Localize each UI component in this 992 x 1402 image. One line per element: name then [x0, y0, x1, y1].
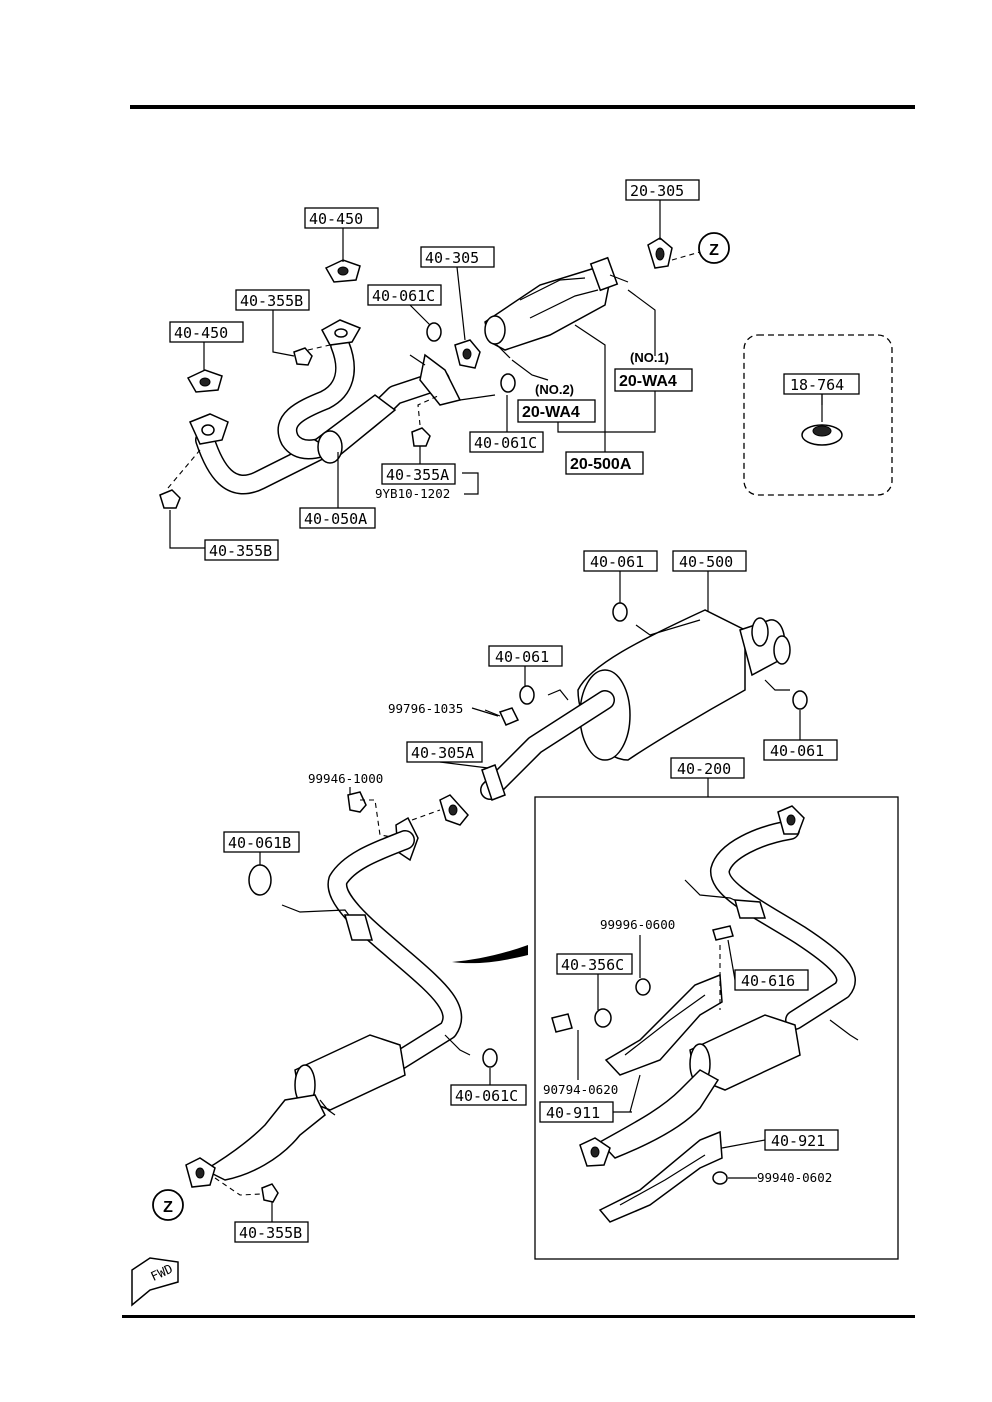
leader-lines [169, 200, 823, 1222]
front-pipe-assembly [159, 259, 516, 509]
label-99946-1000: 99946-1000 [308, 771, 383, 786]
inset-40-200 [534, 778, 899, 1260]
label-40-911: 40-911 [546, 1104, 600, 1122]
label-40-356c: 40-356C [561, 956, 624, 974]
label-40-200: 40-200 [677, 760, 731, 778]
label-40-355a: 40-355A [386, 466, 449, 484]
label-40-061-mid: 40-061 [495, 648, 549, 666]
label-40-450-top: 40-450 [309, 210, 363, 228]
reference-z-top: Z [698, 232, 730, 264]
label-no1: (NO.1) [630, 350, 669, 365]
top-rule [130, 105, 915, 109]
label-9yb10-1202: 9YB10-1202 [375, 486, 450, 501]
optional-part-box [743, 334, 893, 496]
main-muffler-assembly [347, 602, 808, 862]
forward-direction-indicator: FWD [131, 1257, 179, 1307]
label-40-355b-left: 40-355B [209, 542, 272, 560]
label-99796-1035: 99796-1035 [388, 701, 463, 716]
label-20-500a: 20-500A [570, 456, 632, 473]
label-40-500: 40-500 [679, 553, 733, 571]
label-40-061-right: 40-061 [770, 742, 824, 760]
center-pipe-assembly [185, 830, 528, 1203]
label-20-wa4-no1: 20-WA4 [619, 373, 677, 390]
label-18-764: 18-764 [790, 376, 844, 394]
label-no2: (NO.2) [535, 382, 574, 397]
bottom-rule [122, 1315, 915, 1318]
label-40-061c-top: 40-061C [372, 287, 435, 305]
label-40-305a: 40-305A [411, 744, 474, 762]
label-40-050a: 40-050A [304, 510, 367, 528]
label-40-061-top: 40-061 [590, 553, 644, 571]
label-90794-0620: 90794-0620 [543, 1082, 618, 1097]
part-labels: 20-305 40-450 40-305 40-061C 40-355B 40-… [169, 179, 860, 1243]
z-bottom-text: Z [163, 1199, 173, 1216]
label-40-061b: 40-061B [228, 834, 291, 852]
catalytic-converter [454, 237, 701, 369]
label-99996-0600: 99996-0600 [600, 917, 675, 932]
label-40-921: 40-921 [771, 1132, 825, 1150]
reference-z-bottom: Z [152, 1189, 184, 1221]
label-40-616: 40-616 [741, 972, 795, 990]
label-40-450-left: 40-450 [174, 324, 228, 342]
z-top-text: Z [709, 242, 719, 259]
label-40-355b-top: 40-355B [240, 292, 303, 310]
label-40-305: 40-305 [425, 249, 479, 267]
label-20-wa4-no2: 20-WA4 [522, 404, 580, 421]
label-40-355b-bottom: 40-355B [239, 1224, 302, 1242]
label-40-061c-mid: 40-061C [474, 434, 537, 452]
label-40-061c-bottom: 40-061C [455, 1087, 518, 1105]
label-20-305: 20-305 [630, 182, 684, 200]
label-99940-0602: 99940-0602 [757, 1170, 832, 1185]
